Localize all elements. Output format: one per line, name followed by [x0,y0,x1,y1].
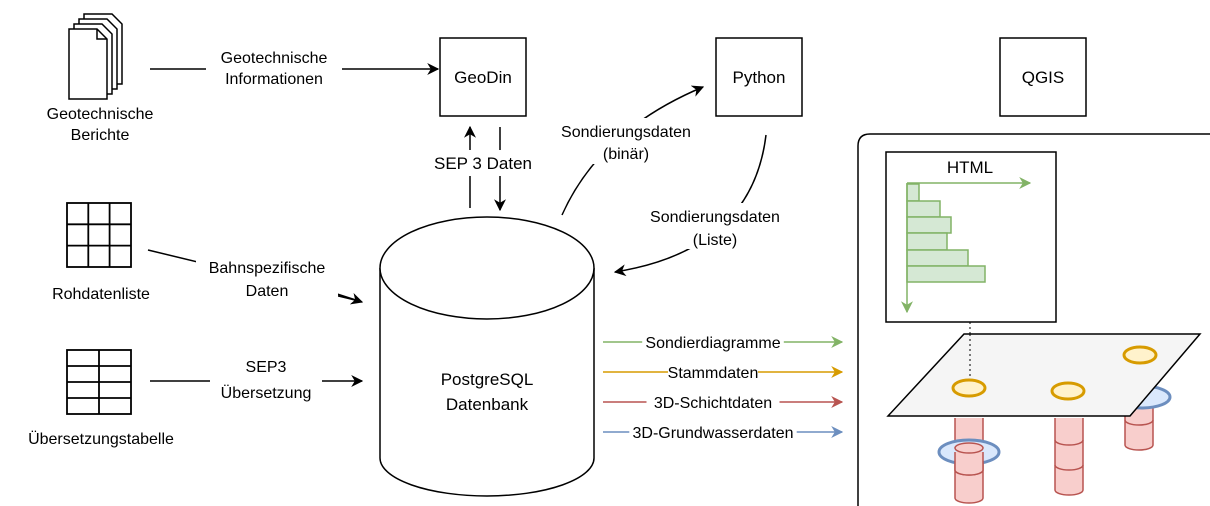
python-box[interactable] [715,37,803,117]
sep3-daten-label: SEP 3 Daten [434,154,532,173]
bahn-label: Bahnspezifische [209,260,326,277]
qgis-panel [857,133,1210,506]
bahn-label-line2: Daten [246,283,289,300]
histogram-bar [906,265,986,283]
output-label: 3D-Schichtdaten [654,395,772,412]
database-label: PostgreSQL [441,370,534,389]
database-label-line2: Datenbank [446,395,529,414]
sep3-label: SEP3 [246,359,287,376]
histogram-bar [906,216,952,234]
qgis-box[interactable] [999,37,1087,117]
list-label-line2: (Liste) [693,232,737,249]
histogram-bar [906,183,920,202]
output-label-bg [646,392,780,412]
geodin-box[interactable] [439,37,527,117]
binary-label-line2: (binär) [603,146,649,163]
binary-label: Sondierungsdaten [561,124,691,141]
histogram-bar [906,200,941,218]
table-grid-icon [66,202,132,268]
qgis-label: QGIS [1022,68,1065,87]
output-label: 3D-Grundwasserdaten [633,425,794,442]
translation-label: Übersetzungstabelle [28,430,174,448]
html-label: HTML [947,158,993,177]
geodin-label: GeoDin [454,68,512,87]
master-data-ring [951,378,987,398]
output-label-bg [642,332,784,352]
geo-info-label-line2: Informationen [225,71,323,88]
reports-label-line2: Berichte [71,127,130,144]
output-label: Stammdaten [668,365,759,382]
master-data-ring [1122,345,1158,365]
histogram-bar [906,249,969,267]
output-label-bg [629,422,797,442]
python-label: Python [733,68,786,87]
sep3-label-line2: Übersetzung [221,384,312,402]
histogram-chart [901,177,1032,314]
binary-label-bg [556,118,696,164]
translation-table-icon [66,349,132,415]
master-data-ring [1050,381,1086,401]
documents-icon [68,13,123,100]
list-label: Sondierungsdaten [650,209,780,226]
output-label-bg [668,362,758,382]
rawlist-label: Rohdatenliste [52,286,150,303]
output-label: Sondierdiagramme [645,335,780,352]
sep3-daten-bg [415,150,551,176]
pillar-top [954,442,984,454]
bahn-arrow [333,292,364,305]
pillar-segment [954,452,984,476]
histogram-bar [906,232,948,251]
reports-label: Geotechnische [47,106,154,123]
geo-info-label-bg [206,44,342,90]
bahn-label-bg [196,254,338,300]
database-cylinder-icon[interactable] [379,216,595,497]
list-label-bg [646,203,784,249]
geo-info-label: Geotechnische [221,50,328,67]
sep3-label-bg [210,352,322,402]
